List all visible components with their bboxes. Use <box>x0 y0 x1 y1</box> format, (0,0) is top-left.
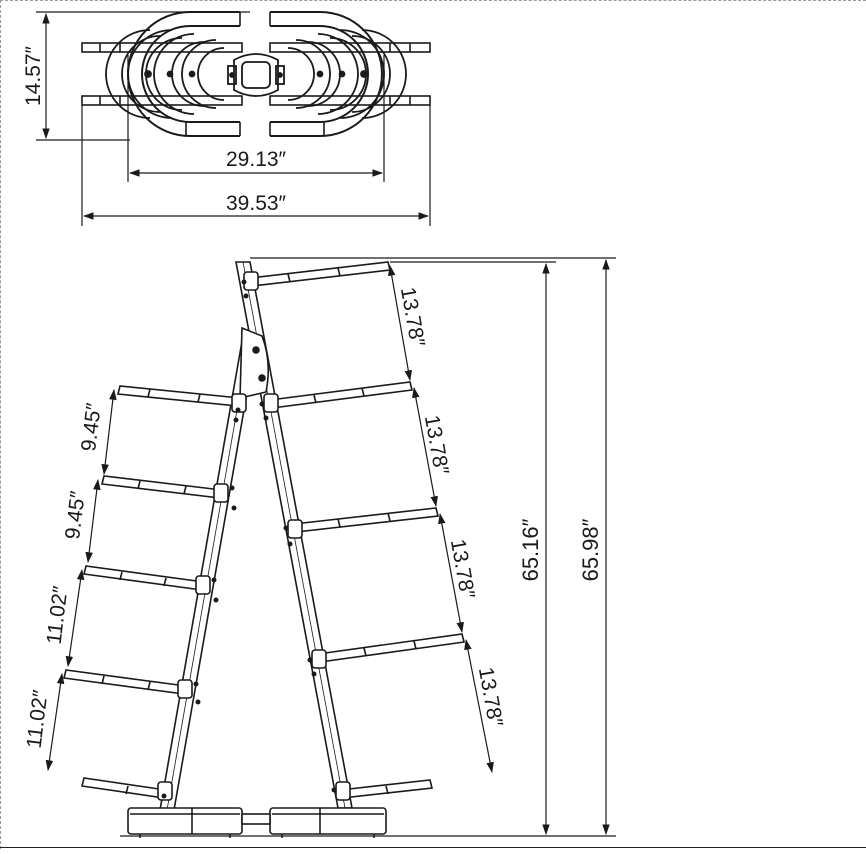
dim-depth <box>36 11 250 141</box>
label-right-spacing-1: 13.78″ <box>396 285 429 349</box>
dim-outer-width <box>81 105 431 226</box>
side-bolt-dots <box>161 279 337 799</box>
frame-border-bottom <box>0 847 866 848</box>
side-left-dims <box>45 388 117 772</box>
label-right-spacing-3: 13.78″ <box>446 537 479 601</box>
label-outer-width: 39.53″ <box>226 192 287 215</box>
frame-border-top <box>0 0 866 1</box>
frame-border-left <box>0 0 1 849</box>
label-left-spacing-2: 9.45″ <box>61 489 90 540</box>
side-base <box>120 807 616 838</box>
dim-inner-width <box>127 55 385 182</box>
label-left-spacing-4: 11.02″ <box>23 688 53 749</box>
label-right-spacing-4: 13.78″ <box>474 665 507 729</box>
top-view-labels: 14.57″ 29.13″ 39.53″ <box>19 42 287 215</box>
label-depth: 14.57″ <box>22 45 45 106</box>
side-left-arms <box>63 385 247 801</box>
top-view <box>36 11 431 226</box>
top-view-plate-rings-left <box>105 29 225 119</box>
side-right-arms <box>243 261 465 801</box>
label-left-spacing-1: 9.45″ <box>77 401 106 452</box>
top-view-handles <box>127 11 383 137</box>
side-right-dims <box>387 264 494 774</box>
label-height-outer: 65.98″ <box>578 518 603 581</box>
top-view-center-hub <box>227 53 285 97</box>
side-hinge-plate <box>239 326 270 400</box>
label-left-spacing-3: 11.02″ <box>43 584 73 645</box>
label-height-inner: 65.16″ <box>518 518 543 581</box>
label-inner-width: 29.13″ <box>226 148 287 171</box>
side-view <box>45 257 616 838</box>
side-height-dims <box>250 257 616 836</box>
top-view-plate-rings-right <box>287 29 407 119</box>
label-right-spacing-2: 13.78″ <box>420 413 453 477</box>
